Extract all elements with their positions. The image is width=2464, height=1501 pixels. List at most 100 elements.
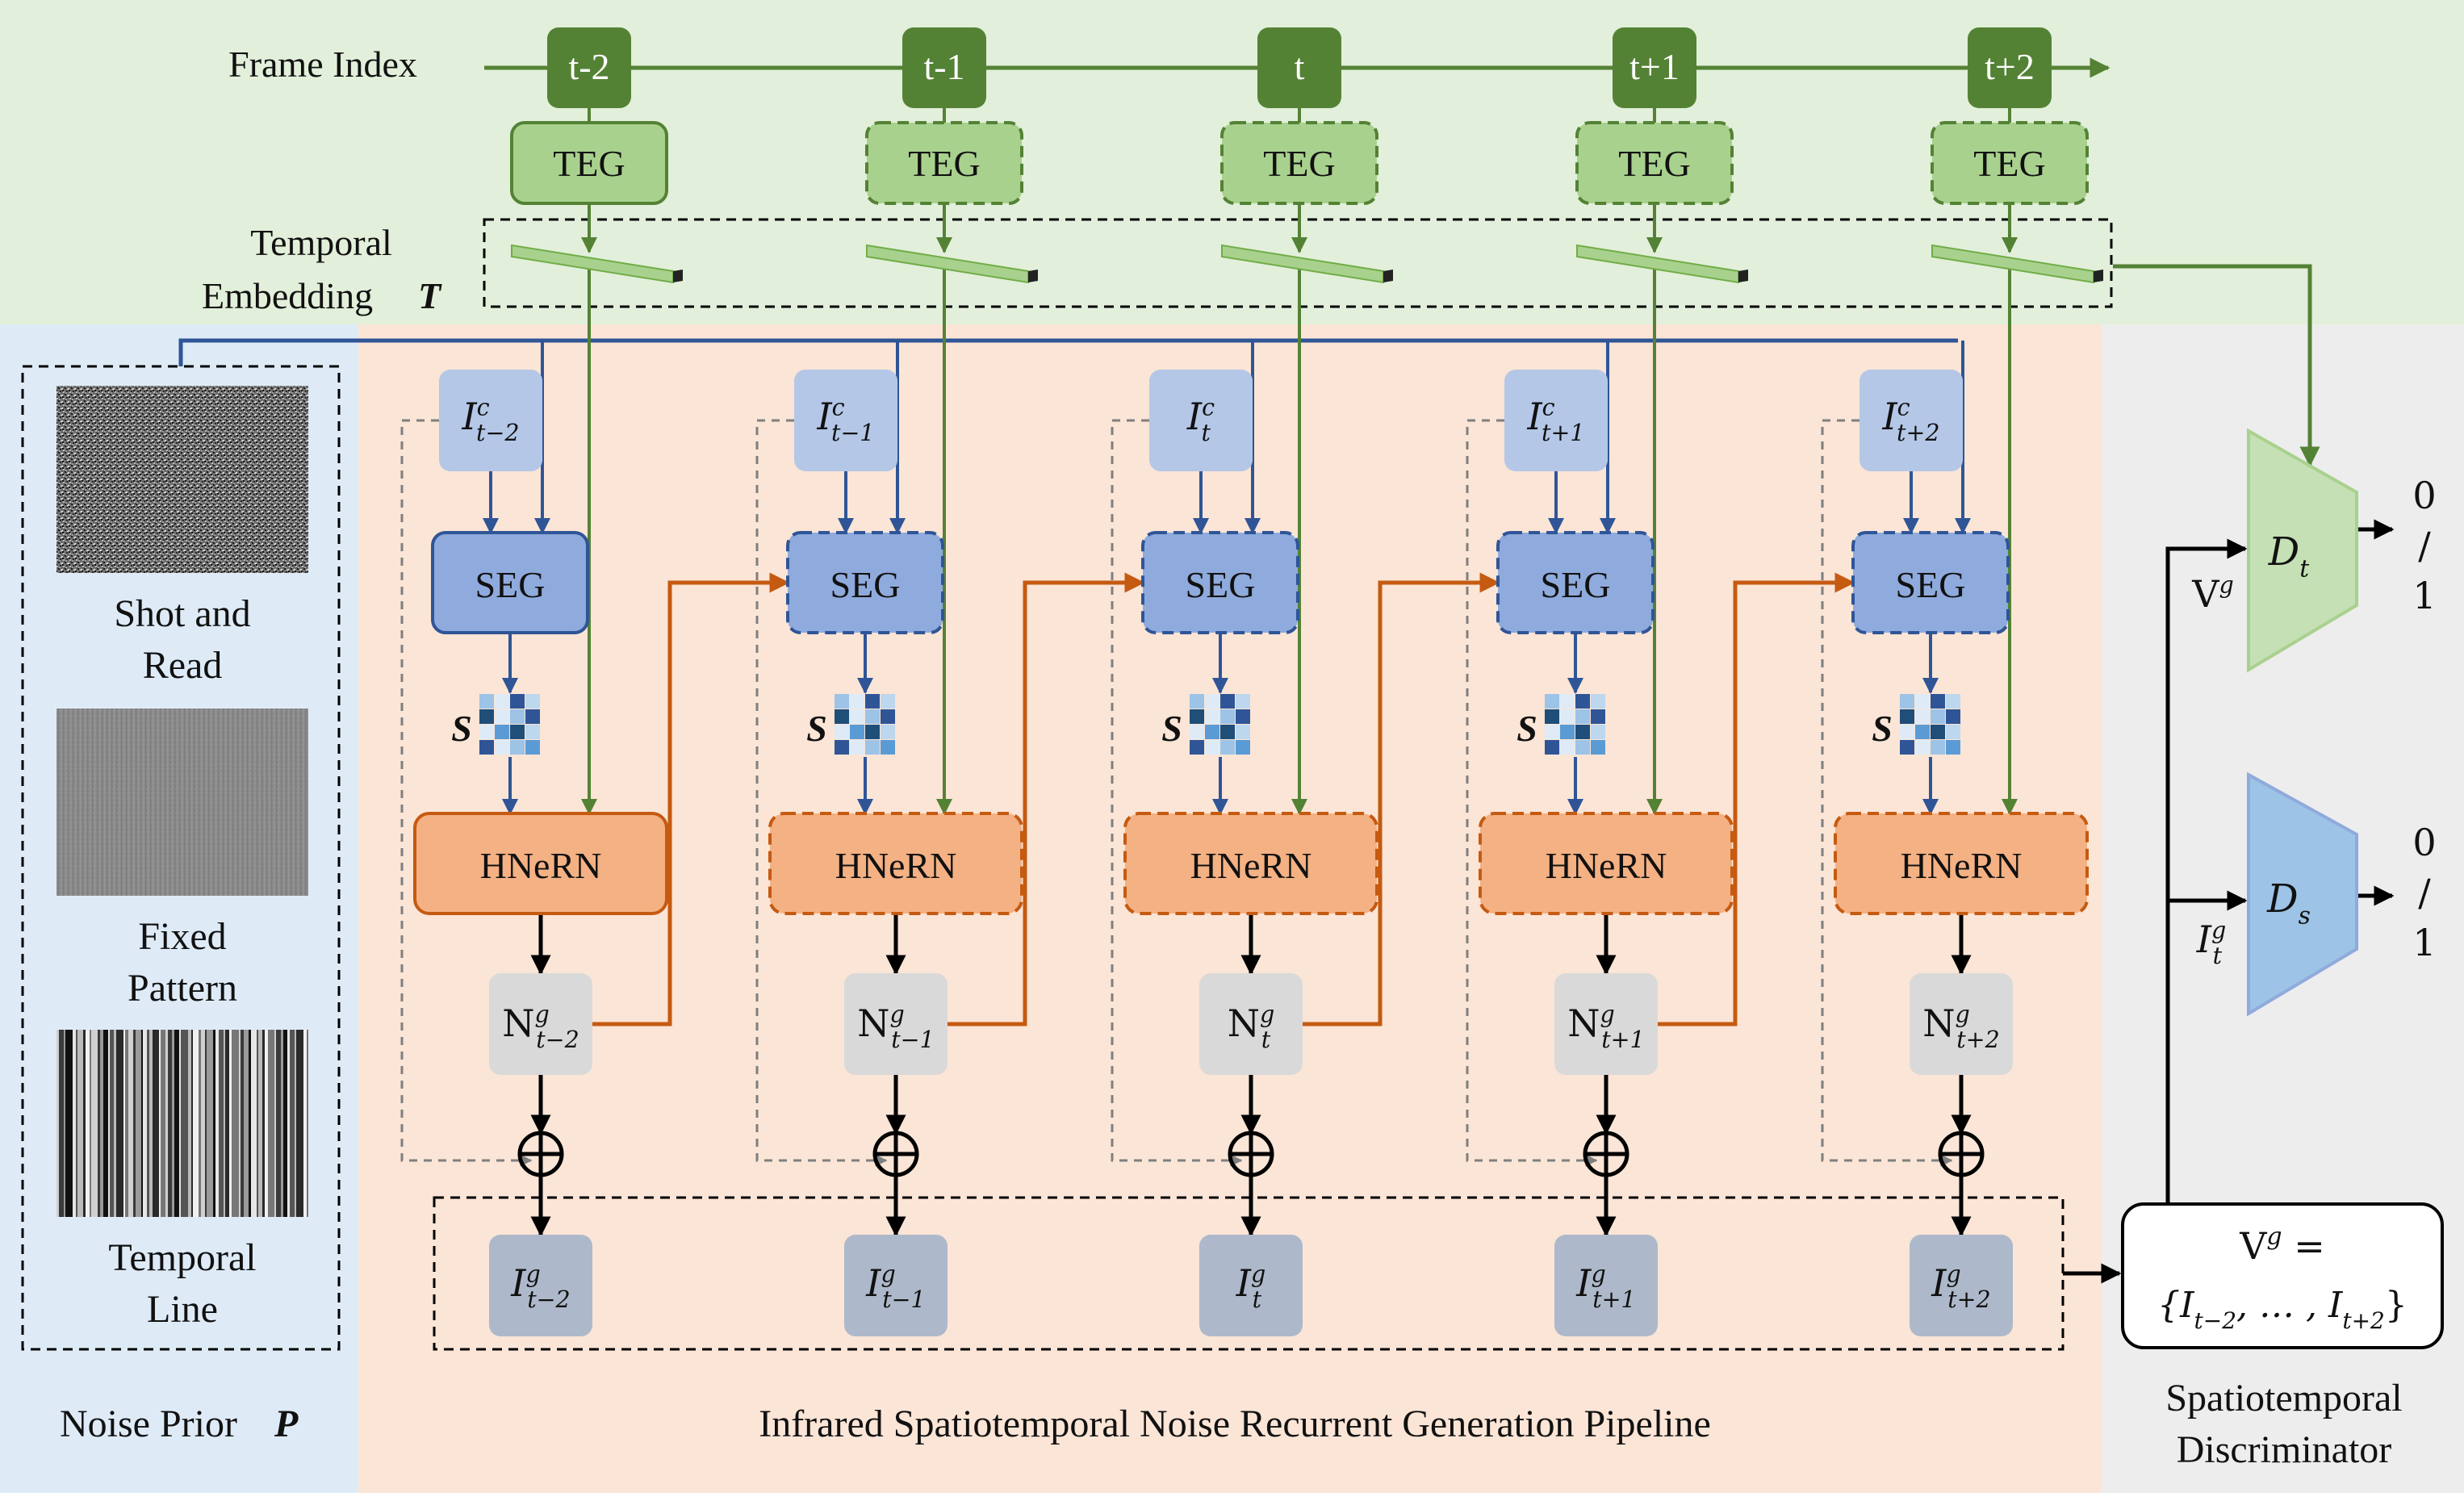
frame-2-content-bypass bbox=[1111, 419, 1243, 1167]
frame-3-s-grid-cell bbox=[1545, 740, 1559, 755]
noise-prior-stripe bbox=[239, 1030, 241, 1217]
vg-set-mid: , … , I bbox=[2236, 1285, 2344, 1326]
frame-3-index-box bbox=[1613, 27, 1696, 108]
frame-2-s-grid-cell bbox=[1220, 725, 1235, 739]
frame-0-seg-box bbox=[431, 531, 589, 634]
frame-4-seg-box bbox=[1851, 531, 2010, 634]
temporal-embedding-line1: Temporal bbox=[250, 222, 392, 263]
frame-4-output-box bbox=[1910, 1235, 2013, 1336]
frame-4-s-grid-cell bbox=[1915, 725, 1930, 739]
frame-3-s-grid-cell bbox=[1591, 725, 1605, 739]
frame-4-s-grid-cell bbox=[1931, 694, 1945, 709]
frame-0-s-grid-cell bbox=[525, 709, 540, 724]
noise-prior-stripe bbox=[244, 1030, 249, 1217]
frame-1-noise-box bbox=[844, 973, 948, 1075]
dt-label-sub: t bbox=[2299, 554, 2309, 583]
frame-2-embedding-slab-end bbox=[1383, 270, 1393, 282]
noise-prior-stripe bbox=[90, 1030, 91, 1217]
frame-2-teg-label: TEG bbox=[1263, 143, 1335, 184]
frame-1-noise-label-sup: g bbox=[890, 1001, 905, 1028]
noise-prior-stripe bbox=[128, 1030, 133, 1217]
frame-1-content-label-sub: t−1 bbox=[831, 420, 875, 446]
frame-2-noise-label-main: N bbox=[1228, 1001, 1260, 1045]
frame-4-embedding-slab-end bbox=[2094, 270, 2103, 282]
frame-4-output-label-sub: t+2 bbox=[1947, 1286, 1991, 1313]
frame-4-s-grid-cell bbox=[1915, 694, 1930, 709]
noise-prior-stripe bbox=[201, 1030, 205, 1217]
frame-3-s-grid-cell bbox=[1575, 709, 1590, 724]
discriminator-title-line2: Discriminator bbox=[2177, 1428, 2392, 1471]
noise-prior-stripe bbox=[281, 1030, 283, 1217]
noise-prior-item-1-line2: Pattern bbox=[128, 967, 237, 1010]
frame-0-s-grid-cell bbox=[495, 694, 509, 709]
frame-0-output-label-sup: g bbox=[525, 1261, 540, 1288]
frame-3-hnern-label: HNeRN bbox=[1546, 845, 1667, 886]
frame-2-s-label: S bbox=[1161, 708, 1182, 749]
frame-2-output-label-main: I bbox=[1236, 1261, 1252, 1305]
vg-set-last-sub: t+2 bbox=[2342, 1307, 2385, 1334]
vg-set-v-sup: g bbox=[2266, 1223, 2282, 1251]
noise-prior-stripe bbox=[114, 1030, 116, 1217]
frame-4-content-label-sup: c bbox=[1897, 395, 1910, 421]
frame-3-s-grid-cell bbox=[1575, 725, 1590, 739]
frame-0-noise-box bbox=[489, 973, 592, 1075]
vg-set-eq: = bbox=[2282, 1224, 2325, 1268]
frame-4-noise-box bbox=[1910, 973, 2013, 1075]
frame-2-content-label-main: I bbox=[1186, 395, 1203, 438]
frame-1-embedding-slab-end bbox=[1028, 270, 1038, 282]
noise-prior-stripe bbox=[59, 1030, 64, 1217]
frame-4-output-label-sup: g bbox=[1946, 1261, 1960, 1288]
noise-prior-stripe bbox=[86, 1030, 90, 1217]
frame-0-output-label-main: I bbox=[510, 1261, 526, 1305]
frame-1-s-grid-cell bbox=[881, 725, 895, 739]
frame-2-output-box bbox=[1199, 1235, 1303, 1336]
frame-3-s-grid-cell bbox=[1560, 709, 1575, 724]
frame-2-seg-box bbox=[1141, 531, 1299, 634]
frame-0-output-label-sub: t−2 bbox=[527, 1286, 571, 1313]
noise-prior-stripe bbox=[258, 1030, 262, 1217]
frame-4-seg-label: SEG bbox=[1896, 564, 1966, 605]
frame-1-teg-label: TEG bbox=[908, 143, 980, 184]
frame-3-output-box bbox=[1554, 1235, 1658, 1336]
set-to-dt-arrow bbox=[2165, 538, 2248, 1204]
ds-label-main: D bbox=[2266, 876, 2298, 922]
frame-2-s-grid-cell bbox=[1236, 709, 1250, 724]
noise-prior-stripe bbox=[295, 1030, 296, 1217]
noise-prior-stripe bbox=[229, 1030, 232, 1217]
noise-prior-stripe bbox=[296, 1030, 303, 1217]
frame-1-noise-label-sub: t−1 bbox=[891, 1026, 935, 1053]
frame-2-noise-box bbox=[1199, 973, 1303, 1075]
noise-prior-stripe bbox=[290, 1030, 295, 1217]
frame-2-s-grid-cell bbox=[1236, 694, 1250, 709]
frame-3-s-grid-cell bbox=[1591, 709, 1605, 724]
noise-prior-stripe bbox=[65, 1030, 73, 1217]
frame-3-index-label: t+1 bbox=[1629, 46, 1680, 87]
vg-set-v: V bbox=[2239, 1224, 2267, 1268]
noise-prior-stripe bbox=[262, 1030, 265, 1217]
vg-set-first-sub: t−2 bbox=[2194, 1307, 2237, 1334]
noise-prior-title: Noise Prior bbox=[60, 1403, 237, 1445]
frame-index-label: Frame Index bbox=[228, 44, 417, 85]
frame-4-noise-label-sup: g bbox=[1956, 1001, 1970, 1028]
frame-4-s-grid-cell bbox=[1931, 725, 1945, 739]
noise-prior-stripe bbox=[193, 1030, 199, 1217]
dt-input-vg-label-sup: g bbox=[2219, 572, 2233, 599]
frame-4-content-label-sub: t+2 bbox=[1897, 420, 1940, 446]
frame-3-s-grid-cell bbox=[1591, 740, 1605, 755]
frame-2-recurrent-link bbox=[1303, 572, 1500, 1026]
noise-prior-stripe bbox=[251, 1030, 257, 1217]
frame-1-s-grid-cell bbox=[881, 740, 895, 755]
frame-3-s-grid-cell bbox=[1545, 709, 1559, 724]
frame-2-content-box bbox=[1149, 370, 1253, 471]
frame-4-s-grid-cell bbox=[1946, 740, 1960, 755]
noise-prior-stripe bbox=[268, 1030, 274, 1217]
noise-prior-stripe bbox=[205, 1030, 207, 1217]
frame-0-hnern-label: HNeRN bbox=[480, 845, 602, 886]
frame-2-hnern-box bbox=[1123, 812, 1378, 915]
dt-input-vg-label-main: V bbox=[2191, 572, 2219, 616]
noise-prior-stripe bbox=[136, 1030, 141, 1217]
